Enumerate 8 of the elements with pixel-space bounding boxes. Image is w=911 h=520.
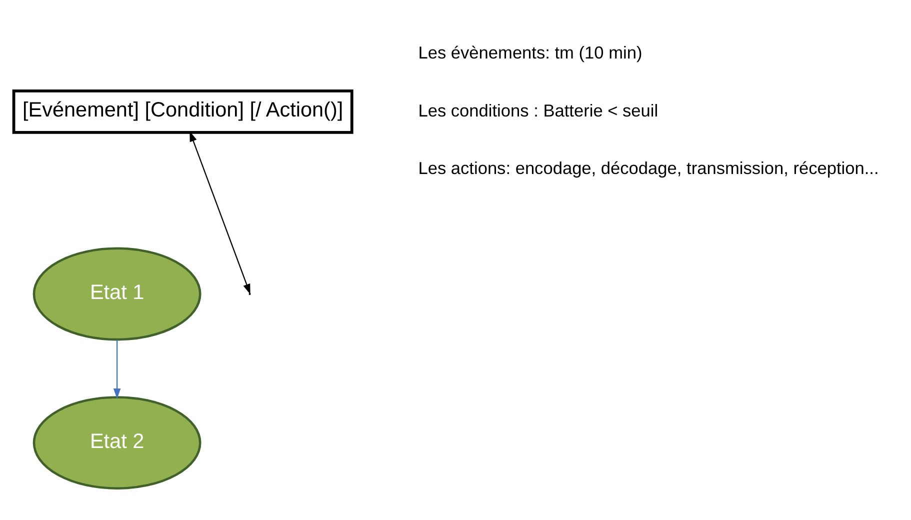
label: Les évènements: tm (10 min): [418, 42, 642, 62]
arrow: [112, 339, 120, 398]
node-ellipse: Etat 1: [32, 246, 201, 340]
label: Les conditions : Batterie < seuil: [418, 100, 658, 120]
node-box: [Evénement] [Condition] [/ Action()]: [12, 88, 353, 134]
label: Les actions: encodage, décodage, transmission, réception...: [418, 157, 878, 178]
node-ellipse: Etat 2: [32, 396, 201, 490]
arrow: [189, 130, 250, 294]
